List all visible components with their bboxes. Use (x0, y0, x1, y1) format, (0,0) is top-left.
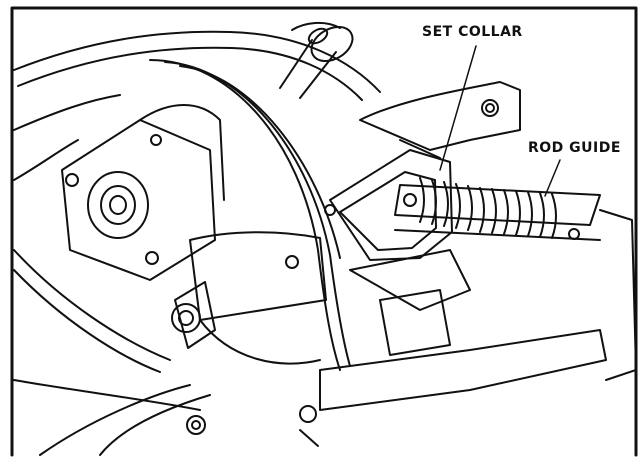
curved-arm (149, 59, 351, 371)
housing-outline (13, 30, 381, 456)
top-shaft (279, 22, 354, 99)
mounting-plate (359, 81, 521, 159)
frame-border (10, 6, 638, 457)
set-collar-label: SET COLLAR (422, 24, 523, 40)
flange-bearing (61, 104, 225, 281)
lower-bolts (186, 405, 319, 447)
bracket-block (171, 231, 327, 365)
spring-assembly (394, 177, 601, 241)
set-collar-leader (439, 45, 477, 171)
rod-guide-label: ROD GUIDE (528, 140, 621, 156)
rod-guide-leader (544, 159, 561, 197)
